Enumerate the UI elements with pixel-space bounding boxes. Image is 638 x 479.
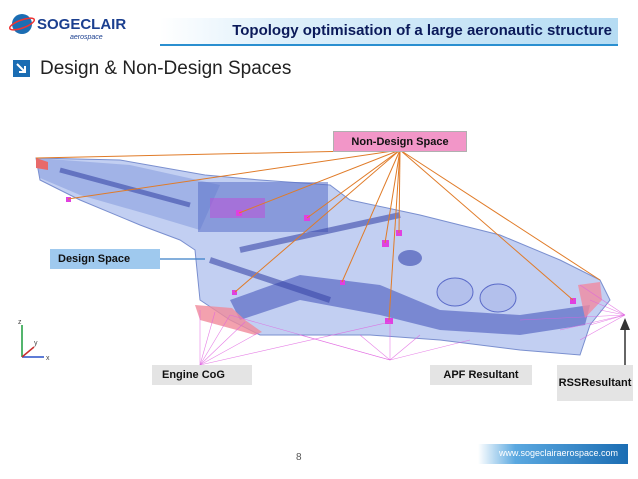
footer-bar: www.sogeclairaerospace.com (478, 444, 628, 464)
wing-tip-nds (36, 158, 48, 170)
apf-resultant-label: APF Resultant (430, 365, 532, 385)
svg-text:z: z (18, 319, 22, 326)
rss-line1: RSS (558, 377, 582, 389)
page-number: 8 (296, 452, 302, 463)
logo-text: SOGECLAIR (37, 16, 126, 33)
engine-cog-label: Engine CoG (152, 365, 252, 385)
rss-arrow-head-icon (620, 318, 630, 330)
non-design-space-label: Non-Design Space (333, 131, 467, 152)
bullet-icon (13, 60, 30, 77)
axis-triad-icon: z x y (18, 319, 50, 362)
nds-leader-lines (35, 149, 601, 321)
lower-beam (230, 275, 590, 335)
rss-resultant-label: RSS Resultant (557, 365, 633, 401)
sogeclair-logo: SOGECLAIR aerospace (8, 6, 158, 46)
title-bar: Topology optimisation of a large aeronau… (160, 18, 618, 46)
section-heading: Design & Non-Design Spaces (40, 58, 292, 79)
rss-line2: Resultant (581, 377, 632, 389)
slide-title: Topology optimisation of a large aeronau… (232, 22, 612, 39)
logo-sub: aerospace (70, 34, 103, 41)
svg-text:x: x (46, 355, 50, 362)
engine-mount-nds (195, 305, 262, 335)
svg-text:y: y (34, 340, 38, 347)
load-fan-lines (199, 284, 626, 366)
design-space-label: Design Space (50, 249, 160, 269)
footer-url[interactable]: www.sogeclairaerospace.com (498, 448, 618, 458)
